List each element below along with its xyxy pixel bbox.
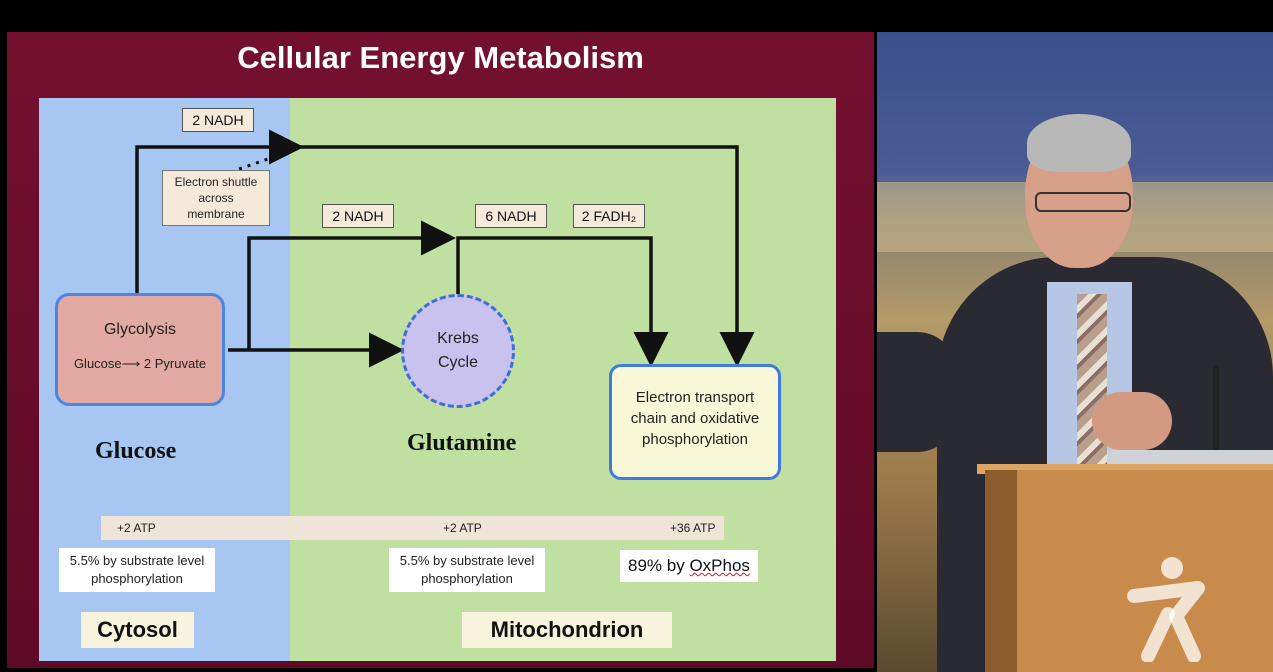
speaker-hand: [1092, 392, 1172, 450]
glycolysis-title: Glycolysis: [103, 321, 176, 338]
speaker-glasses: [1035, 192, 1131, 212]
reaction-pyruvate: 2 Pyruvate: [143, 356, 207, 371]
mito-note-line2: phosphorylation: [421, 571, 513, 586]
glycolysis-nadh-arrow: [135, 129, 304, 293]
slide: Cellular Energy Metabolism 2 NADH Electr…: [7, 32, 874, 668]
etc-line3: phosphorylation: [642, 431, 748, 448]
shuttle-dotted-line: [238, 148, 295, 171]
nadh-mid-label: 2 NADH: [322, 204, 394, 228]
mito-substrate-note: 5.5% by substrate level phosphorylation: [389, 548, 545, 592]
diagram-panel: 2 NADH Electron shuttle across membrane …: [39, 98, 836, 661]
reaction-arrow-icon: ⟶: [121, 356, 141, 371]
pathway-arrows: [135, 129, 755, 368]
podium: [1017, 470, 1273, 672]
mitochondrion-label: Mitochondrion: [462, 612, 672, 648]
fadh2-label: 2 FADH₂: [573, 204, 645, 228]
nadh-top-label: 2 NADH: [182, 108, 254, 132]
reaction-glucose: Glucose: [73, 356, 122, 371]
atp-krebs: +2 ATP: [443, 521, 482, 535]
slide-title: Cellular Energy Metabolism: [237, 40, 644, 75]
podium-top: [977, 464, 1273, 474]
glucose-label: Glucose: [95, 438, 177, 464]
krebs-cycle-circle: Krebs Cycle: [401, 294, 515, 408]
krebs-line2: Cycle: [437, 354, 478, 371]
mito-note-line1: 5.5% by substrate level: [399, 553, 535, 568]
nadh-to-etc-arrow: [297, 145, 755, 367]
nadh-krebs-label: 6 NADH: [475, 204, 547, 228]
microphone: [1213, 366, 1219, 466]
krebs-line1: Krebs: [437, 330, 479, 347]
atp-glycolysis: +2 ATP: [117, 521, 156, 535]
krebs-to-etc-arrow: [456, 236, 669, 367]
cytosol-note-line2: phosphorylation: [91, 571, 183, 586]
cytosol-note-line1: 5.5% by substrate level: [69, 553, 205, 568]
cytosol-substrate-note: 5.5% by substrate level phosphorylation: [59, 548, 215, 592]
etc-line1: Electron transport: [635, 389, 755, 406]
speaker-hair: [1027, 114, 1131, 172]
glutamine-label: Glutamine: [407, 430, 517, 456]
speaker-video: [877, 32, 1273, 672]
atp-bar: [101, 516, 724, 540]
podium-side: [985, 470, 1019, 672]
atp-oxphos: +36 ATP: [670, 521, 716, 535]
glycolysis-reaction: Glucose⟶ 2 Pyruvate: [58, 356, 222, 372]
oxphos-note: 89% by OxPhos: [620, 550, 758, 582]
pyruvate-nadh-arrow: [247, 220, 456, 350]
etc-box: Electron transport chain and oxidative p…: [609, 364, 781, 480]
oxphos-word: OxPhos: [689, 556, 750, 575]
etc-line2: chain and oxidative: [630, 410, 760, 427]
laptop: [1107, 450, 1273, 468]
glycolysis-box: Glycolysis Glucose⟶ 2 Pyruvate: [55, 293, 225, 406]
oxphos-prefix: 89% by: [628, 556, 690, 575]
running-figure-icon: [1127, 557, 1205, 662]
cytosol-label: Cytosol: [81, 612, 194, 648]
speaker-arm: [877, 332, 957, 452]
electron-shuttle-label: Electron shuttle across membrane: [162, 170, 270, 226]
